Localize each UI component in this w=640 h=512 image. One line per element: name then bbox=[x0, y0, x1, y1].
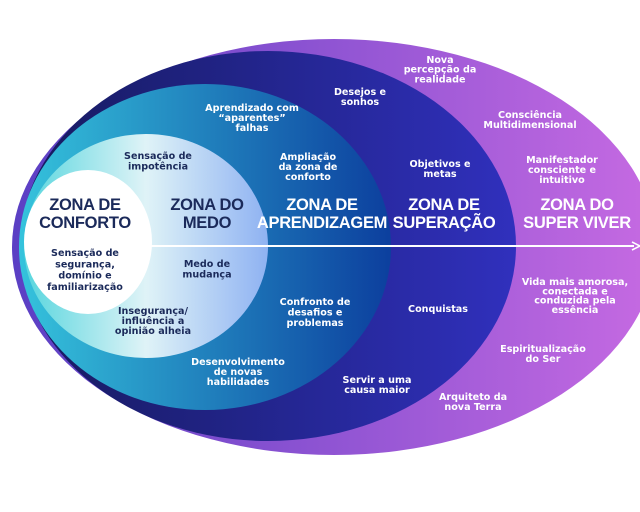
item-line: Sensação de bbox=[124, 151, 192, 162]
item-line: Objetivos e bbox=[409, 159, 471, 170]
item-line: Consciência bbox=[498, 109, 562, 121]
item-line: conectada e bbox=[542, 286, 608, 297]
arrow-head-icon bbox=[631, 241, 640, 251]
item-line: impotência bbox=[128, 161, 188, 173]
zone-title-line: MEDO bbox=[183, 214, 232, 232]
item-line: “aparentes” bbox=[218, 113, 285, 124]
item-line: percepção da bbox=[404, 65, 477, 76]
zone-aprendizagem-item: Aprendizado com“aparentes”falhas bbox=[205, 103, 299, 134]
item-line: Aprendizado com bbox=[205, 103, 299, 114]
zone-title-line: CONFORTO bbox=[39, 214, 131, 232]
zone-title-line: ZONA DE bbox=[286, 196, 358, 214]
item-line: Arquiteto da bbox=[439, 392, 507, 403]
zone-title-line: SUPER VIVER bbox=[523, 214, 631, 232]
item-line: familiarização bbox=[47, 282, 123, 293]
item-line: nova Terra bbox=[444, 402, 501, 413]
item-line: habilidades bbox=[207, 377, 270, 388]
zone-superacao-item: Conquistas bbox=[408, 304, 468, 315]
item-line: Ampliação bbox=[280, 152, 337, 163]
zone-title-line: SUPERAÇÃO bbox=[393, 212, 496, 232]
item-line: Multidimensional bbox=[483, 120, 576, 131]
zone-conforto-area bbox=[24, 170, 152, 314]
item-line: problemas bbox=[286, 318, 343, 329]
zone-title-line: ZONA DO bbox=[540, 196, 614, 214]
item-line: conduzida pela bbox=[534, 296, 616, 307]
item-line: causa maior bbox=[344, 385, 410, 396]
item-line: desafios e bbox=[288, 308, 343, 319]
item-line: Insegurança/ bbox=[118, 306, 189, 317]
item-line: Vida mais amorosa, bbox=[522, 277, 628, 288]
item-line: Manifestador bbox=[526, 155, 598, 166]
item-line: Espiritualização bbox=[500, 344, 586, 355]
item-line: Confronto de bbox=[280, 297, 351, 308]
item-line: de novas bbox=[214, 367, 263, 378]
zone-title-line: APRENDIZAGEM bbox=[257, 214, 387, 232]
item-line: influência a bbox=[122, 315, 185, 327]
item-line: Desejos e bbox=[334, 87, 387, 98]
item-line: Servir a uma bbox=[343, 375, 412, 386]
item-line: essência bbox=[552, 304, 599, 316]
item-line: opinião alheia bbox=[115, 326, 191, 337]
item-line: do Ser bbox=[526, 354, 561, 365]
item-line: realidade bbox=[414, 74, 465, 85]
zone-title-line: ZONA DO bbox=[170, 196, 244, 214]
item-line: falhas bbox=[236, 123, 269, 134]
item-line: Sensação de bbox=[51, 248, 119, 259]
zone-title-line: ZONA DE bbox=[408, 196, 480, 214]
item-line: Desenvolvimento bbox=[191, 357, 285, 368]
item-line: segurança, bbox=[55, 259, 115, 270]
item-line: Nova bbox=[426, 55, 453, 66]
item-line: intuitivo bbox=[539, 175, 585, 186]
item-line: Conquistas bbox=[408, 304, 468, 315]
item-line: conforto bbox=[285, 172, 331, 183]
item-line: metas bbox=[423, 169, 457, 180]
item-line: Medo de bbox=[184, 259, 231, 270]
item-line: consciente e bbox=[528, 165, 597, 176]
item-line: da zona de bbox=[279, 162, 338, 173]
zone-title-line: ZONA DE bbox=[49, 196, 121, 214]
item-line: domínio e bbox=[58, 270, 112, 282]
item-line: sonhos bbox=[341, 97, 380, 108]
item-line: mudança bbox=[182, 270, 231, 281]
